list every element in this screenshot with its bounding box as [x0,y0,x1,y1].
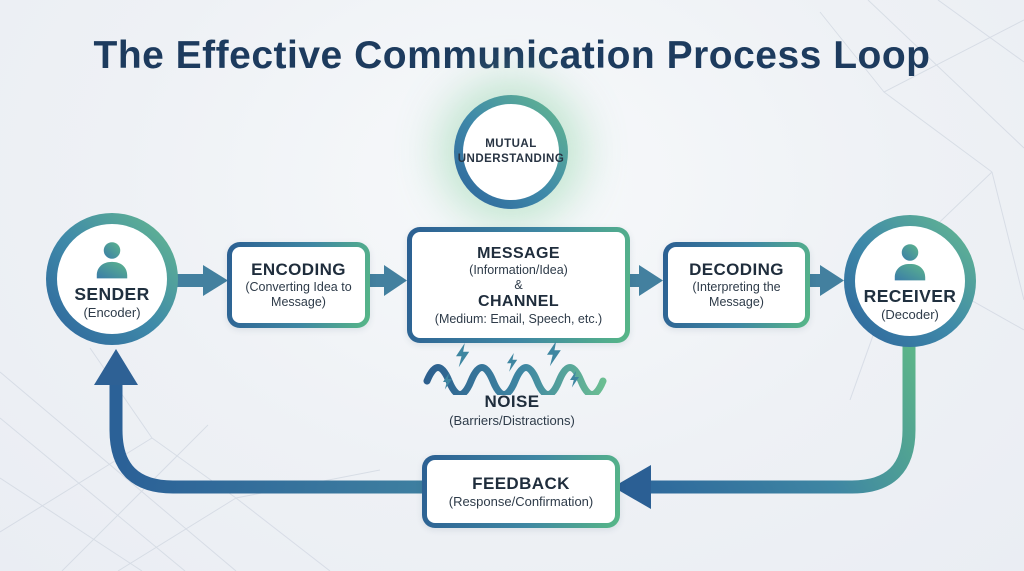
arrow-encoding-to-message [363,265,407,296]
message-sublabel: (Information/Idea) [469,262,568,277]
sender-label: SENDER [74,284,150,304]
decoding-label: DECODING [689,260,784,280]
arrow-receiver-to-feedback [613,346,916,509]
lightning-icon [507,353,518,372]
arrow-message-to-decoding [620,265,663,296]
message-channel-box: MESSAGE (Information/Idea) & CHANNEL (Me… [407,227,630,343]
channel-sublabel: (Medium: Email, Speech, etc.) [434,311,603,326]
encoding-label: ENCODING [251,260,346,280]
sender-sublabel: (Encoder) [83,305,141,320]
lightning-icon [456,343,470,368]
encoding-box: ENCODING (Converting Idea to Message) [227,242,370,328]
person-icon [96,242,128,279]
receiver-node: RECEIVER (Decoder) [844,215,976,347]
receiver-label: RECEIVER [863,286,957,306]
feedback-sublabel: (Response/Confirmation) [448,494,594,510]
lightning-icon [547,341,561,367]
arrow-sender-to-encoding [176,265,228,296]
channel-label: CHANNEL [477,293,560,311]
decoding-sublabel: (Interpreting the Message) [692,280,781,310]
noise-wave-icon [423,341,607,395]
page-title: The Effective Communication Process Loop [93,34,931,77]
sender-node: SENDER (Encoder) [46,213,178,345]
mutual-understanding-label: MUTUAL UNDERSTANDING [457,138,565,165]
feedback-label: FEEDBACK [472,473,570,493]
arrow-feedback-to-sender [94,349,424,494]
message-label: MESSAGE [477,244,560,262]
decoding-box: DECODING (Interpreting the Message) [663,242,810,328]
noise-caption: NOISE (Barriers/Distractions) [402,392,622,429]
ampersand: & [514,277,523,292]
arrow-decoding-to-receiver [800,265,844,296]
receiver-sublabel: (Decoder) [881,307,939,322]
feedback-box: FEEDBACK (Response/Confirmation) [422,455,620,528]
noise-label: NOISE [484,392,540,411]
mutual-understanding-badge: MUTUAL UNDERSTANDING [454,95,568,209]
person-icon [894,244,926,281]
noise-sublabel: (Barriers/Distractions) [449,413,575,429]
encoding-sublabel: (Converting Idea to Message) [245,280,352,310]
